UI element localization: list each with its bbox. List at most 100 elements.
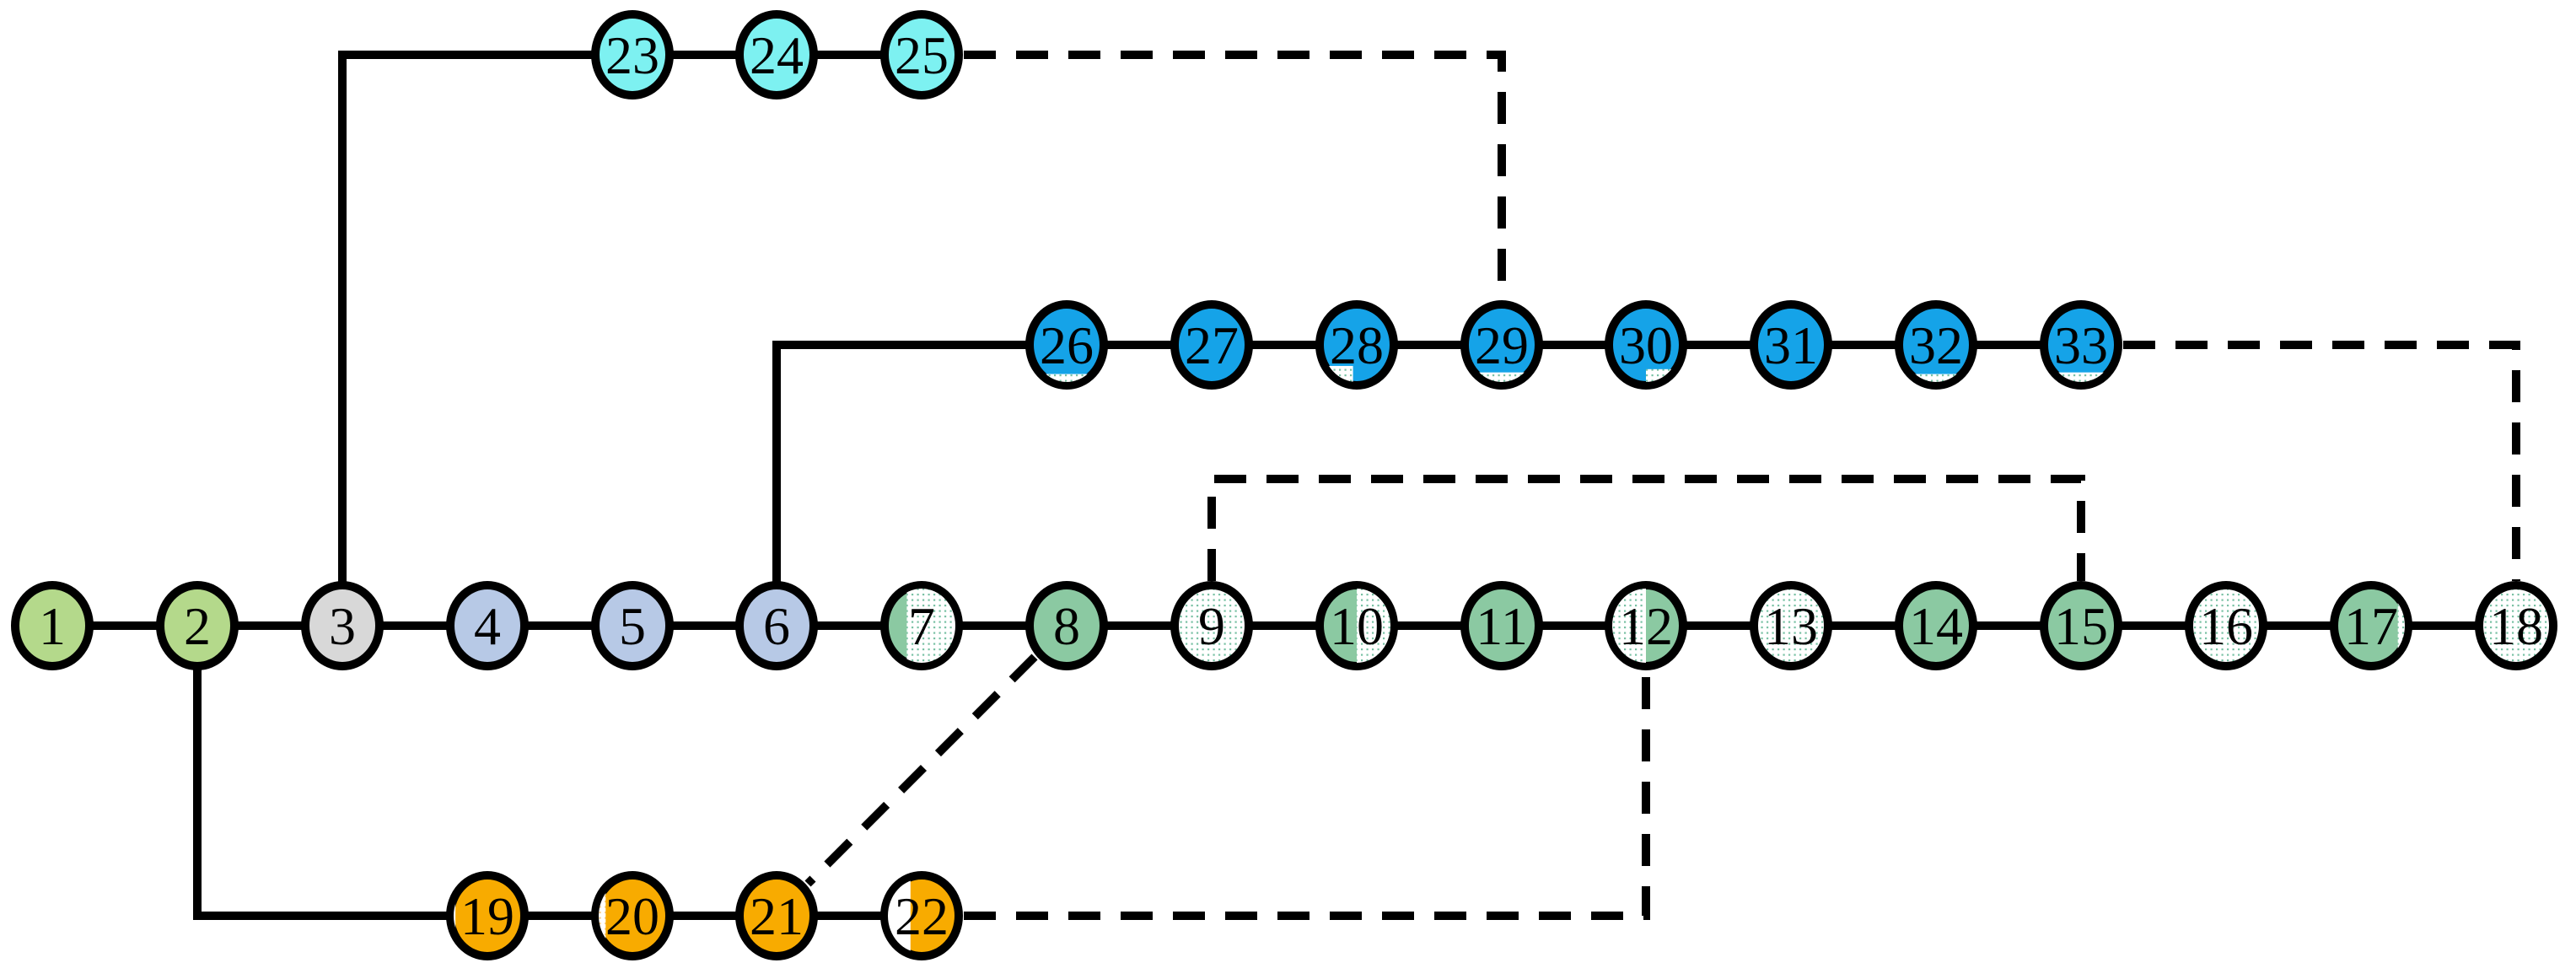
- node-label: 3: [329, 596, 356, 656]
- node-26: 26: [1025, 300, 1108, 390]
- node-20: 20: [591, 871, 674, 960]
- node-label: 13: [1764, 596, 1818, 656]
- node-24: 24: [735, 10, 818, 100]
- node-fill-overlay: [2052, 372, 2110, 382]
- node-13: 13: [1750, 581, 1832, 670]
- node-fill-overlay: [2397, 589, 2405, 663]
- node-circle: [1750, 581, 1832, 670]
- node-circle: [1315, 300, 1398, 390]
- tie-lines-layer: [804, 51, 2520, 920]
- node-circle: [1170, 581, 1253, 670]
- node-circle: [1605, 300, 1687, 390]
- node-19: 19: [446, 871, 529, 960]
- node-circle: [591, 871, 674, 960]
- node-label: 23: [605, 25, 659, 85]
- node-circle: [735, 871, 818, 960]
- node-circle: [1460, 581, 1543, 670]
- feeder-line-2-22: [193, 626, 922, 920]
- node-label: 18: [2489, 596, 2543, 656]
- node-circle: [1170, 300, 1253, 390]
- node-28: 28: [1315, 300, 1398, 390]
- node-label: 32: [1909, 315, 1963, 375]
- node-label: 31: [1764, 315, 1818, 375]
- node-27: 27: [1170, 300, 1253, 390]
- node-1: 1: [11, 581, 94, 670]
- node-circle: [1750, 300, 1832, 390]
- node-label: 2: [184, 596, 211, 656]
- node-23: 23: [591, 10, 674, 100]
- node-label: 20: [605, 886, 659, 946]
- node-label: 30: [1619, 315, 1673, 375]
- tie-line-9-15: [1207, 475, 2085, 581]
- node-label: 16: [2199, 596, 2253, 656]
- node-29: 29: [1460, 300, 1543, 390]
- node-label: 8: [1053, 596, 1080, 656]
- node-25: 25: [880, 10, 963, 100]
- node-circle: [1460, 300, 1543, 390]
- node-circle: [2040, 581, 2122, 670]
- node-label: 6: [763, 596, 790, 656]
- node-6: 6: [735, 581, 818, 670]
- tie-line-22-12: [964, 670, 1650, 920]
- node-4: 4: [446, 581, 529, 670]
- node-circle: [1895, 581, 1977, 670]
- node-label: 5: [619, 596, 646, 656]
- feeder-line-6-33: [772, 341, 2081, 626]
- node-9: 9: [1170, 581, 1253, 670]
- node-label: 27: [1185, 315, 1239, 375]
- node-label: 12: [1619, 596, 1673, 656]
- node-14: 14: [1895, 581, 1977, 670]
- node-circle: [591, 581, 674, 670]
- node-label: 9: [1198, 596, 1225, 656]
- node-label: 1: [39, 596, 66, 656]
- node-8: 8: [1025, 581, 1108, 670]
- node-label: 25: [895, 25, 949, 85]
- node-circle: [735, 581, 818, 670]
- node-label: 24: [750, 25, 804, 85]
- node-label: 22: [895, 886, 949, 946]
- node-33: 33: [2040, 300, 2122, 390]
- node-7: 7: [880, 581, 963, 670]
- node-2: 2: [156, 581, 239, 670]
- node-16: 16: [2185, 581, 2267, 670]
- node-22: 22: [880, 871, 963, 960]
- node-label: 17: [2344, 596, 2398, 656]
- node-label: 33: [2054, 315, 2108, 375]
- node-circle: [591, 10, 674, 100]
- node-circle: [1025, 300, 1108, 390]
- node-circle: [446, 581, 529, 670]
- tie-line-25-29: [964, 51, 1506, 300]
- node-circle: [156, 581, 239, 670]
- node-circle: [2330, 581, 2412, 670]
- node-12: 12: [1605, 581, 1687, 670]
- node-circle: [301, 581, 384, 670]
- node-circle: [446, 871, 529, 960]
- node-circle: [2185, 581, 2267, 670]
- node-fill-overlay: [1471, 372, 1532, 382]
- node-5: 5: [591, 581, 674, 670]
- node-label: 21: [750, 886, 804, 946]
- node-11: 11: [1460, 581, 1543, 670]
- node-label: 26: [1040, 315, 1094, 375]
- edges-layer: [52, 51, 2516, 920]
- node-10: 10: [1315, 581, 1398, 670]
- node-fill-overlay: [1910, 374, 1962, 382]
- node-circle: [2040, 300, 2122, 390]
- node-30: 30: [1605, 300, 1687, 390]
- node-fill-overlay: [1041, 374, 1093, 382]
- node-circle: [880, 10, 963, 100]
- node-3: 3: [301, 581, 384, 670]
- node-fill-overlay: [599, 879, 606, 953]
- node-circle: [2475, 581, 2557, 670]
- node-15: 15: [2040, 581, 2122, 670]
- node-label: 14: [1909, 596, 1963, 656]
- node-label: 19: [460, 886, 514, 946]
- node-21: 21: [735, 871, 818, 960]
- node-label: 28: [1330, 315, 1384, 375]
- node-label: 15: [2054, 596, 2108, 656]
- node-circle: [11, 581, 94, 670]
- node-18: 18: [2475, 581, 2557, 670]
